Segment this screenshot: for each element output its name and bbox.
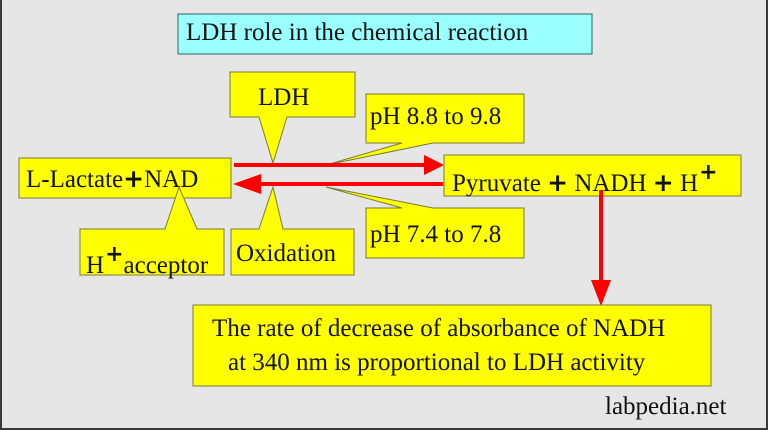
down-arrowhead <box>591 280 611 306</box>
ldh-callout-shape <box>229 71 356 165</box>
proton-label: H <box>680 170 699 197</box>
plus-sign: + <box>652 168 674 197</box>
reactant-box <box>18 157 232 199</box>
oxidation-callout-shape <box>230 185 355 276</box>
reverse-arrowhead <box>233 174 261 194</box>
product-box <box>443 154 742 197</box>
lactate-label: L-Lactate <box>26 166 124 193</box>
nad-label: NAD <box>144 166 199 193</box>
reverse-ph-callout-shape <box>325 186 525 259</box>
proton-charge: + <box>699 160 718 185</box>
plus-sign: + <box>123 164 145 193</box>
conclusion-box <box>192 304 712 387</box>
conclusion-line-2: at 340 nm is proportional to LDH activit… <box>228 349 646 376</box>
plus-sign: + <box>547 168 569 197</box>
h-acceptor-label: H+acceptor <box>86 242 209 279</box>
h-acceptor-h: H <box>86 252 105 279</box>
title-box <box>177 13 593 55</box>
h-acceptor-charge: + <box>105 242 124 267</box>
forward-ph-callout-shape <box>325 93 525 166</box>
diagram-title: LDH role in the chemical reaction <box>186 19 529 46</box>
conclusion-line-1: The rate of decrease of absorbance of NA… <box>212 315 666 342</box>
reactants-equation: L-Lactate+NAD <box>26 166 198 192</box>
enzyme-label: LDH <box>258 84 310 111</box>
oxidation-label: Oxidation <box>236 240 336 267</box>
forward-ph-label: pH 8.8 to 9.8 <box>370 103 502 130</box>
nadh-label: NADH <box>574 170 647 197</box>
products-equation: Pyruvate + NADH + H+ <box>452 160 718 197</box>
pyruvate-label: Pyruvate <box>452 170 541 197</box>
h-acceptor-word: acceptor <box>123 252 209 279</box>
watermark: labpedia.net <box>605 393 727 420</box>
reverse-ph-label: pH 7.4 to 7.8 <box>370 221 502 248</box>
h-acceptor-callout-shape <box>79 185 225 276</box>
